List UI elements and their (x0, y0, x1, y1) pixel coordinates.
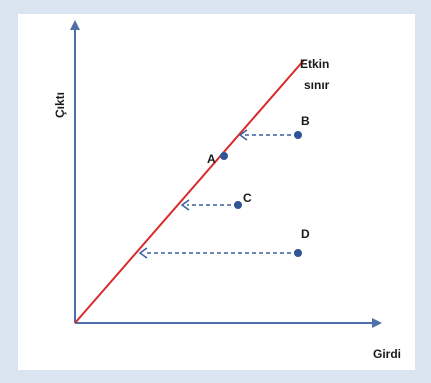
point-d-marker (294, 249, 302, 257)
projection-c-arrowhead (180, 199, 190, 211)
projection-d-arrowhead (138, 247, 148, 259)
x-axis-label: Girdi (373, 347, 401, 361)
projection-b-arrowhead (238, 129, 248, 141)
point-d-label: D (301, 227, 310, 241)
frontier-label-line1: Etkin (300, 57, 329, 71)
point-c-label: C (243, 191, 252, 205)
point-b-marker (294, 131, 302, 139)
frontier-label-line2: sınır (304, 78, 330, 92)
y-axis-label: Çıktı (53, 92, 67, 118)
point-b-label: B (301, 114, 310, 128)
efficient-frontier-line (74, 59, 305, 324)
point-c-marker (234, 201, 242, 209)
point-a-label: A (207, 152, 216, 166)
point-a-marker (220, 152, 228, 160)
